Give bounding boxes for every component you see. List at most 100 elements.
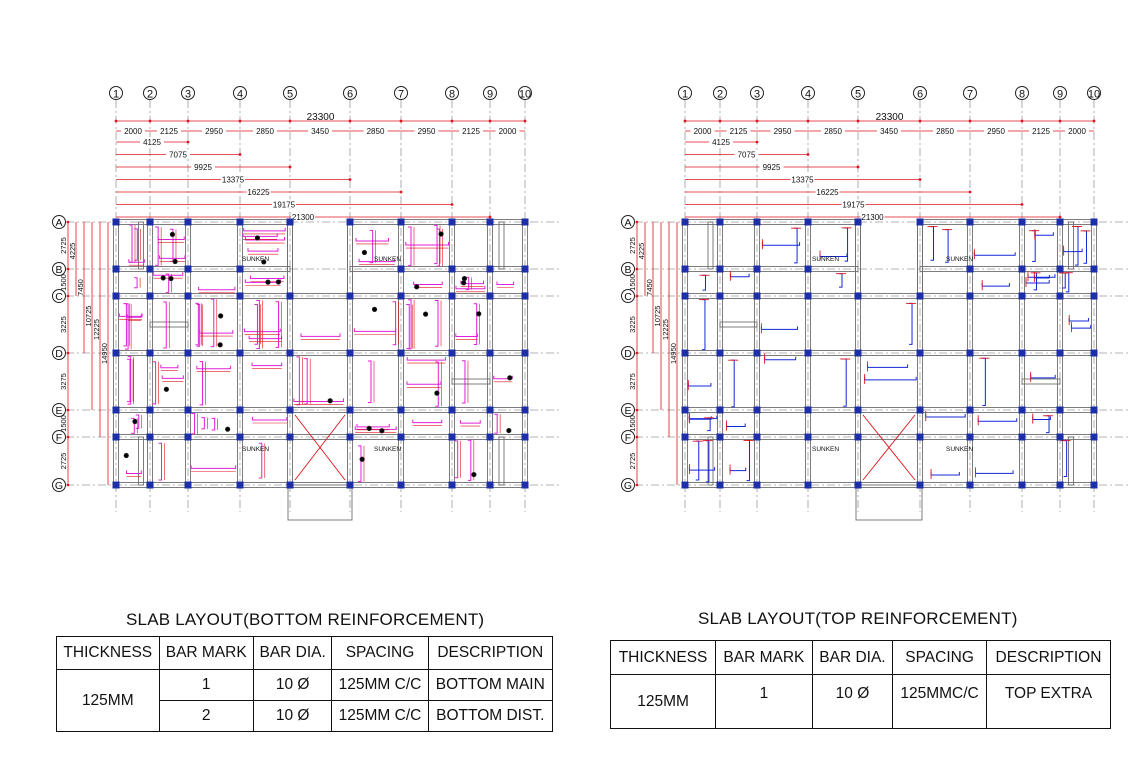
dimension-mask: [790, 174, 815, 184]
rebar: [1032, 416, 1051, 421]
column: [286, 349, 294, 357]
rebar: [1027, 274, 1056, 278]
rebar: [746, 439, 751, 482]
dimension-mask: [726, 126, 751, 135]
rebar: [152, 361, 157, 405]
bar-mark-circle: [461, 275, 468, 282]
column: [854, 433, 862, 441]
column: [804, 406, 812, 414]
dimension-mask: [121, 126, 145, 135]
column: [397, 349, 405, 357]
dimension-tick: [635, 294, 639, 298]
column: [753, 349, 761, 357]
beam-layout: [682, 219, 1097, 521]
dimension-text: 2850: [256, 127, 274, 136]
column: [1090, 433, 1098, 441]
column: [286, 218, 294, 226]
rebar: [434, 224, 438, 265]
beam: [498, 221, 505, 270]
rebar: [764, 356, 797, 361]
dimension-tick: [348, 178, 352, 181]
dimension-text: 2850: [367, 127, 385, 136]
dimension-text: 19175: [842, 201, 865, 210]
sunken-label: SUNKEN: [812, 256, 839, 263]
column: [804, 265, 812, 273]
rebar: [158, 442, 163, 481]
bar-mark-circle: [265, 279, 271, 285]
column: [804, 349, 812, 357]
rebar: [701, 299, 706, 351]
rebar: [839, 273, 843, 288]
rebar: [300, 333, 341, 337]
rebar: [925, 414, 966, 418]
rebar: [392, 301, 397, 346]
column: [916, 218, 924, 226]
column: [346, 292, 354, 300]
bar-mark-circle: [123, 452, 129, 459]
column: [236, 265, 244, 273]
column: [286, 292, 294, 300]
rebar: [357, 445, 362, 483]
grid-bubble: [52, 262, 66, 276]
column: [854, 406, 862, 414]
rebar: [864, 376, 917, 381]
bar-mark-circle: [168, 275, 174, 282]
grid-bubble: [52, 346, 66, 360]
dimension-tick: [635, 220, 639, 224]
rebar: [244, 279, 282, 283]
rebar: [496, 281, 515, 286]
column: [1018, 218, 1026, 226]
dimension-text: 1500: [628, 274, 637, 291]
dimension-tick: [288, 165, 292, 169]
column: [397, 406, 405, 414]
bar-mark-circle: [275, 279, 282, 285]
dimension-mask: [140, 137, 164, 146]
bar-mark-circle: [163, 386, 169, 392]
column: [286, 406, 294, 414]
grid-bubble: [621, 346, 635, 360]
dimension-text: 12225: [92, 319, 101, 340]
column: [916, 481, 924, 489]
bar-mark-cell: 1: [715, 674, 813, 729]
column: [966, 406, 974, 414]
rebar: [157, 236, 185, 240]
rebar: [201, 417, 205, 430]
column: [236, 349, 244, 357]
column: [916, 292, 924, 300]
rebar: [406, 304, 410, 350]
dimension-tick: [683, 119, 687, 123]
dimension-tick: [856, 119, 860, 123]
bar-mark-circle: [507, 375, 513, 381]
bar-mark-circle: [506, 427, 512, 434]
bar-mark-circle: [461, 280, 467, 286]
top-plan-title: SLAB LAYOUT(TOP REINFORCEMENT): [698, 609, 1018, 628]
rebar: [406, 357, 446, 361]
column: [1056, 406, 1064, 414]
rebar: [296, 356, 300, 406]
column: [1018, 433, 1026, 441]
dimension-text: 16225: [247, 188, 270, 197]
column: [753, 481, 761, 489]
rebar: [248, 335, 283, 340]
bar-mark-circle: [414, 284, 420, 290]
dimension-mask: [821, 126, 845, 135]
column: [753, 292, 761, 300]
column: [716, 218, 724, 226]
column: [966, 433, 974, 441]
column: [448, 349, 456, 357]
column: [854, 349, 862, 357]
dimension-text: 2725: [628, 237, 637, 254]
column: [681, 265, 689, 273]
column: [112, 292, 120, 300]
rebar: [459, 420, 481, 424]
grid-label: G: [624, 480, 632, 492]
dimension-mask: [1065, 126, 1089, 135]
grid-bubble: [1053, 86, 1067, 100]
dimension-text: 9925: [763, 163, 781, 172]
rebar: [163, 301, 167, 349]
column: [1090, 406, 1098, 414]
rebar: [455, 333, 478, 337]
header-bar-dia: BAR DIA.: [811, 640, 894, 675]
header-thickness: THICKNESS: [609, 640, 717, 675]
